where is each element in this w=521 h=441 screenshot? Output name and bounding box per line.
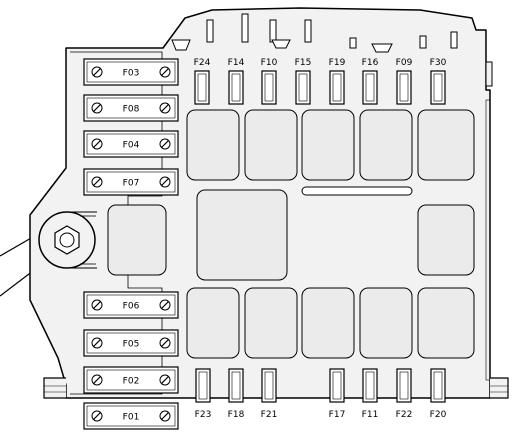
slotted-screw-icon — [159, 410, 171, 422]
mini-fuse-f09: F09 — [396, 58, 413, 105]
fuse-label: F03 — [123, 69, 140, 79]
hex-nut-icon — [54, 225, 80, 255]
relay-socket — [196, 189, 288, 281]
fuse-label: F14 — [228, 58, 245, 68]
slotted-screw-icon — [159, 374, 171, 386]
fuse-label: F11 — [362, 410, 379, 420]
maxi-fuse-f04: F04 — [83, 130, 179, 158]
slotted-screw-icon — [159, 138, 171, 150]
relay-socket — [301, 287, 355, 359]
top-clips — [171, 13, 458, 53]
relay-socket — [359, 287, 413, 359]
slotted-screw-icon — [159, 337, 171, 349]
side-mounting-tabs — [43, 61, 509, 399]
maxi-fuse-f05: F05 — [83, 329, 179, 357]
mini-fuse-f16: F16 — [362, 58, 379, 105]
battery-terminal — [38, 211, 97, 269]
mini-fuse-f15: F15 — [295, 58, 312, 105]
mini-fuse-f14: F14 — [228, 58, 245, 105]
relay-socket — [186, 109, 240, 181]
maxi-fuse-f03: F03 — [83, 58, 179, 86]
slotted-screw-icon — [91, 410, 103, 422]
mini-fuse-f22: F22 — [396, 368, 413, 420]
fuse-label: F05 — [123, 340, 140, 350]
fuse-label: F17 — [329, 410, 346, 420]
fuse-label: F19 — [329, 58, 346, 68]
slotted-screw-icon — [91, 138, 103, 150]
relay-socket — [244, 287, 298, 359]
relay-blocks — [107, 109, 475, 359]
slotted-screw-icon — [91, 299, 103, 311]
maxi-fuse-f07: F07 — [83, 168, 179, 196]
mini-fuse-f11: F11 — [362, 368, 379, 420]
mini-fuse-f30: F30 — [430, 58, 447, 105]
relay-socket — [107, 204, 167, 276]
fuse-label: F18 — [228, 410, 245, 420]
slotted-screw-icon — [91, 176, 103, 188]
mini-fuse-f19: F19 — [329, 58, 346, 105]
fuse-label: F21 — [261, 410, 278, 420]
mini-fuse-f18: F18 — [228, 368, 245, 420]
mini-fuse-f24: F24 — [194, 58, 211, 105]
slotted-screw-icon — [159, 66, 171, 78]
slotted-screw-icon — [91, 374, 103, 386]
relay-socket — [417, 204, 475, 276]
mini-fuse-f20: F20 — [430, 368, 447, 420]
fuse-label: F07 — [123, 179, 140, 189]
fuse-label: F04 — [123, 141, 140, 151]
maxi-fuse-f02: F02 — [83, 366, 179, 394]
slot-opening — [301, 186, 413, 196]
relay-socket — [186, 287, 240, 359]
relay-socket — [417, 287, 475, 359]
relay-socket — [301, 109, 355, 181]
fuse-label: F15 — [295, 58, 312, 68]
top-mini-fuse-row: F24 F14 F10 F15 F19 F16 F09 F30 — [194, 58, 447, 105]
fuse-label: F16 — [362, 58, 379, 68]
maxi-fuse-f01: F01 — [83, 402, 179, 430]
fuse-label: F10 — [261, 58, 278, 68]
fuse-label: F20 — [430, 410, 447, 420]
bottom-mini-fuse-row: F23 F18 F21 F17 F11 F22 F20 — [195, 368, 447, 420]
mini-fuse-f21: F21 — [261, 368, 278, 420]
fuse-label: F01 — [123, 413, 140, 423]
mini-fuse-f10: F10 — [261, 58, 278, 105]
relay-socket — [417, 109, 475, 181]
fuse-label: F09 — [396, 58, 413, 68]
mini-fuse-f17: F17 — [329, 368, 346, 420]
slotted-screw-icon — [91, 66, 103, 78]
fuse-label: F02 — [123, 377, 140, 387]
mini-fuse-f23: F23 — [195, 368, 212, 420]
slotted-screw-icon — [159, 176, 171, 188]
fuse-label: F08 — [123, 105, 140, 115]
slotted-screw-icon — [159, 299, 171, 311]
slotted-screw-icon — [159, 102, 171, 114]
relay-socket — [244, 109, 298, 181]
fuse-label: F06 — [123, 302, 140, 312]
relay-socket — [359, 109, 413, 181]
fuse-label: F23 — [195, 410, 212, 420]
fuse-label: F30 — [430, 58, 447, 68]
fuse-label: F24 — [194, 58, 211, 68]
maxi-fuse-f08: F08 — [83, 94, 179, 122]
slotted-screw-icon — [91, 337, 103, 349]
maxi-fuse-f06: F06 — [83, 291, 179, 319]
slotted-screw-icon — [91, 102, 103, 114]
fuse-label: F22 — [396, 410, 413, 420]
